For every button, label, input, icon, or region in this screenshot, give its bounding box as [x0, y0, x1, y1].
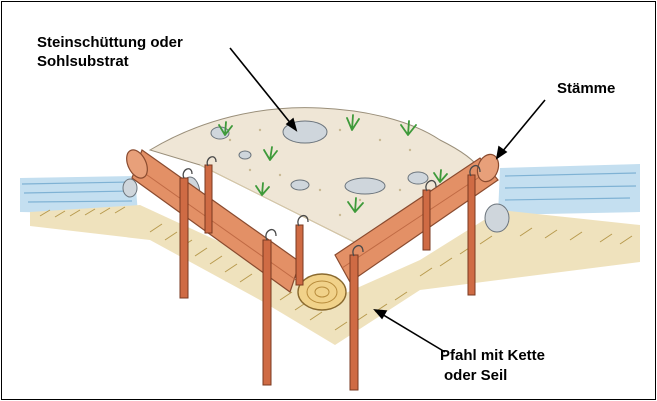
label-stone-fill-line2: Sohlsubstrat: [37, 53, 129, 71]
label-stone-fill-line1: Steinschüttung oder: [37, 34, 183, 52]
label-logs: Stämme: [557, 80, 615, 98]
label-post-line2: oder Seil: [444, 367, 507, 385]
label-post-line1: Pfahl mit Kette: [440, 347, 545, 365]
